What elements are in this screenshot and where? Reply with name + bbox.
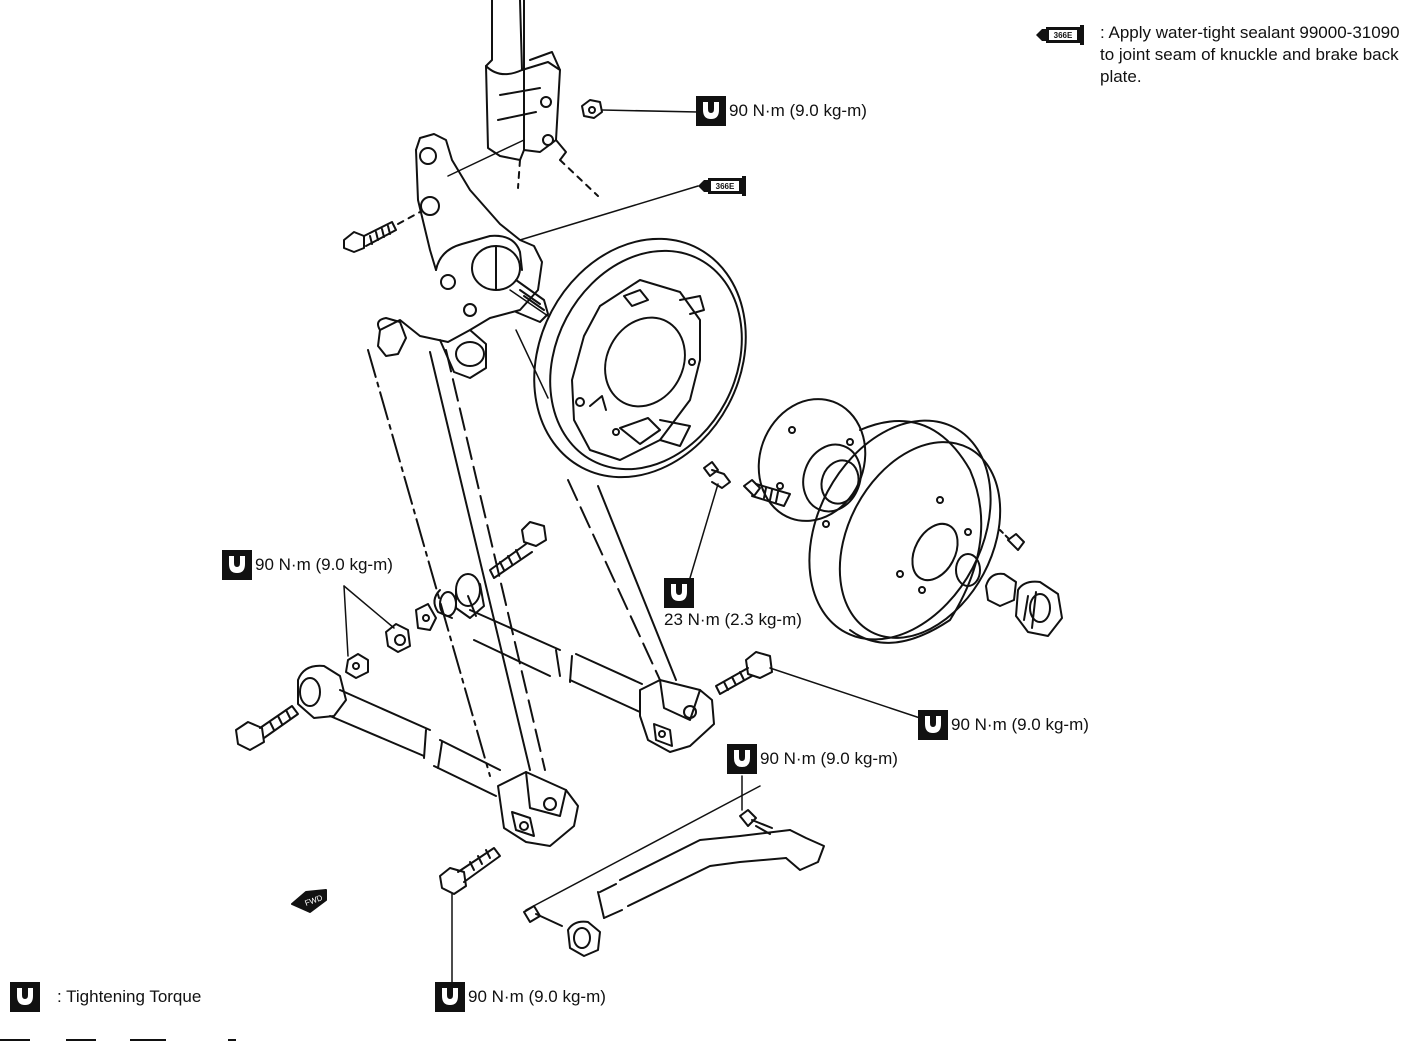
sealant-code: 366E xyxy=(1054,31,1073,40)
backplate-bolt xyxy=(689,461,731,579)
brake-back-plate xyxy=(509,237,747,479)
hub xyxy=(743,398,867,528)
wrench-socket-icon xyxy=(435,982,465,1012)
torque-value: 90 N·m (9.0 kg-m) xyxy=(255,555,393,574)
torque-value: 90 N·m (9.0 kg-m) xyxy=(468,987,606,1006)
lower-rod-bolt xyxy=(235,705,299,751)
torque-legend: : Tightening Torque xyxy=(10,982,201,1012)
torque-value: 90 N·m (9.0 kg-m) xyxy=(951,715,1089,734)
fwd-arrow-icon xyxy=(291,889,327,913)
sealant-callout: 366E xyxy=(698,176,746,196)
torque-value: 23 N·m (2.3 kg-m) xyxy=(664,610,802,629)
wrench-socket-icon xyxy=(10,982,40,1012)
rear-arm-bolt xyxy=(715,651,921,719)
sealant-note-text: : Apply water-tight sealant 99000-31090 … xyxy=(1100,23,1400,86)
torque-label-rear-arm-bolt: 90 N·m (9.0 kg-m) xyxy=(918,710,1089,740)
wrench-socket-icon xyxy=(664,578,694,608)
knuckle-bolt xyxy=(343,211,421,253)
leader-lines xyxy=(343,585,743,811)
torque-label-trailing-arm-nut: 90 N·m (9.0 kg-m) xyxy=(222,550,393,580)
wrench-socket-icon xyxy=(696,96,726,126)
brake-drum xyxy=(808,419,1063,644)
lower-lateral-rod xyxy=(297,653,501,797)
torque-value: 90 N·m (9.0 kg-m) xyxy=(760,749,898,768)
torque-legend-text: : Tightening Torque xyxy=(57,987,202,1006)
strut-assembly xyxy=(485,0,599,197)
lower-bolt xyxy=(439,847,501,989)
trailing-arm xyxy=(367,349,677,777)
rear-bracket xyxy=(639,679,715,753)
knuckle-nut xyxy=(581,99,699,119)
torque-label-lateral-rod-bolt: 90 N·m (9.0 kg-m) xyxy=(727,744,898,774)
wrench-socket-icon xyxy=(727,744,757,774)
sealant-callout-code: 366E xyxy=(716,182,735,191)
wrench-socket-icon xyxy=(222,550,252,580)
knuckle xyxy=(377,133,699,379)
lateral-rod-bolt xyxy=(489,521,547,579)
torque-label-lower-bolt: 90 N·m (9.0 kg-m) xyxy=(435,982,606,1012)
sealant-tube-icon: 366E xyxy=(1036,25,1084,45)
wrench-socket-icon xyxy=(918,710,948,740)
lateral-rod-lower xyxy=(523,785,825,957)
torque-value: 90 N·m (9.0 kg-m) xyxy=(729,101,867,120)
torque-label-knuckle-nut: 90 N·m (9.0 kg-m) xyxy=(696,96,867,126)
upper-lateral-rod xyxy=(385,573,643,713)
front-bracket xyxy=(497,771,579,847)
torque-label-backplate-bolt: 23 N·m (2.3 kg-m) xyxy=(664,578,802,630)
